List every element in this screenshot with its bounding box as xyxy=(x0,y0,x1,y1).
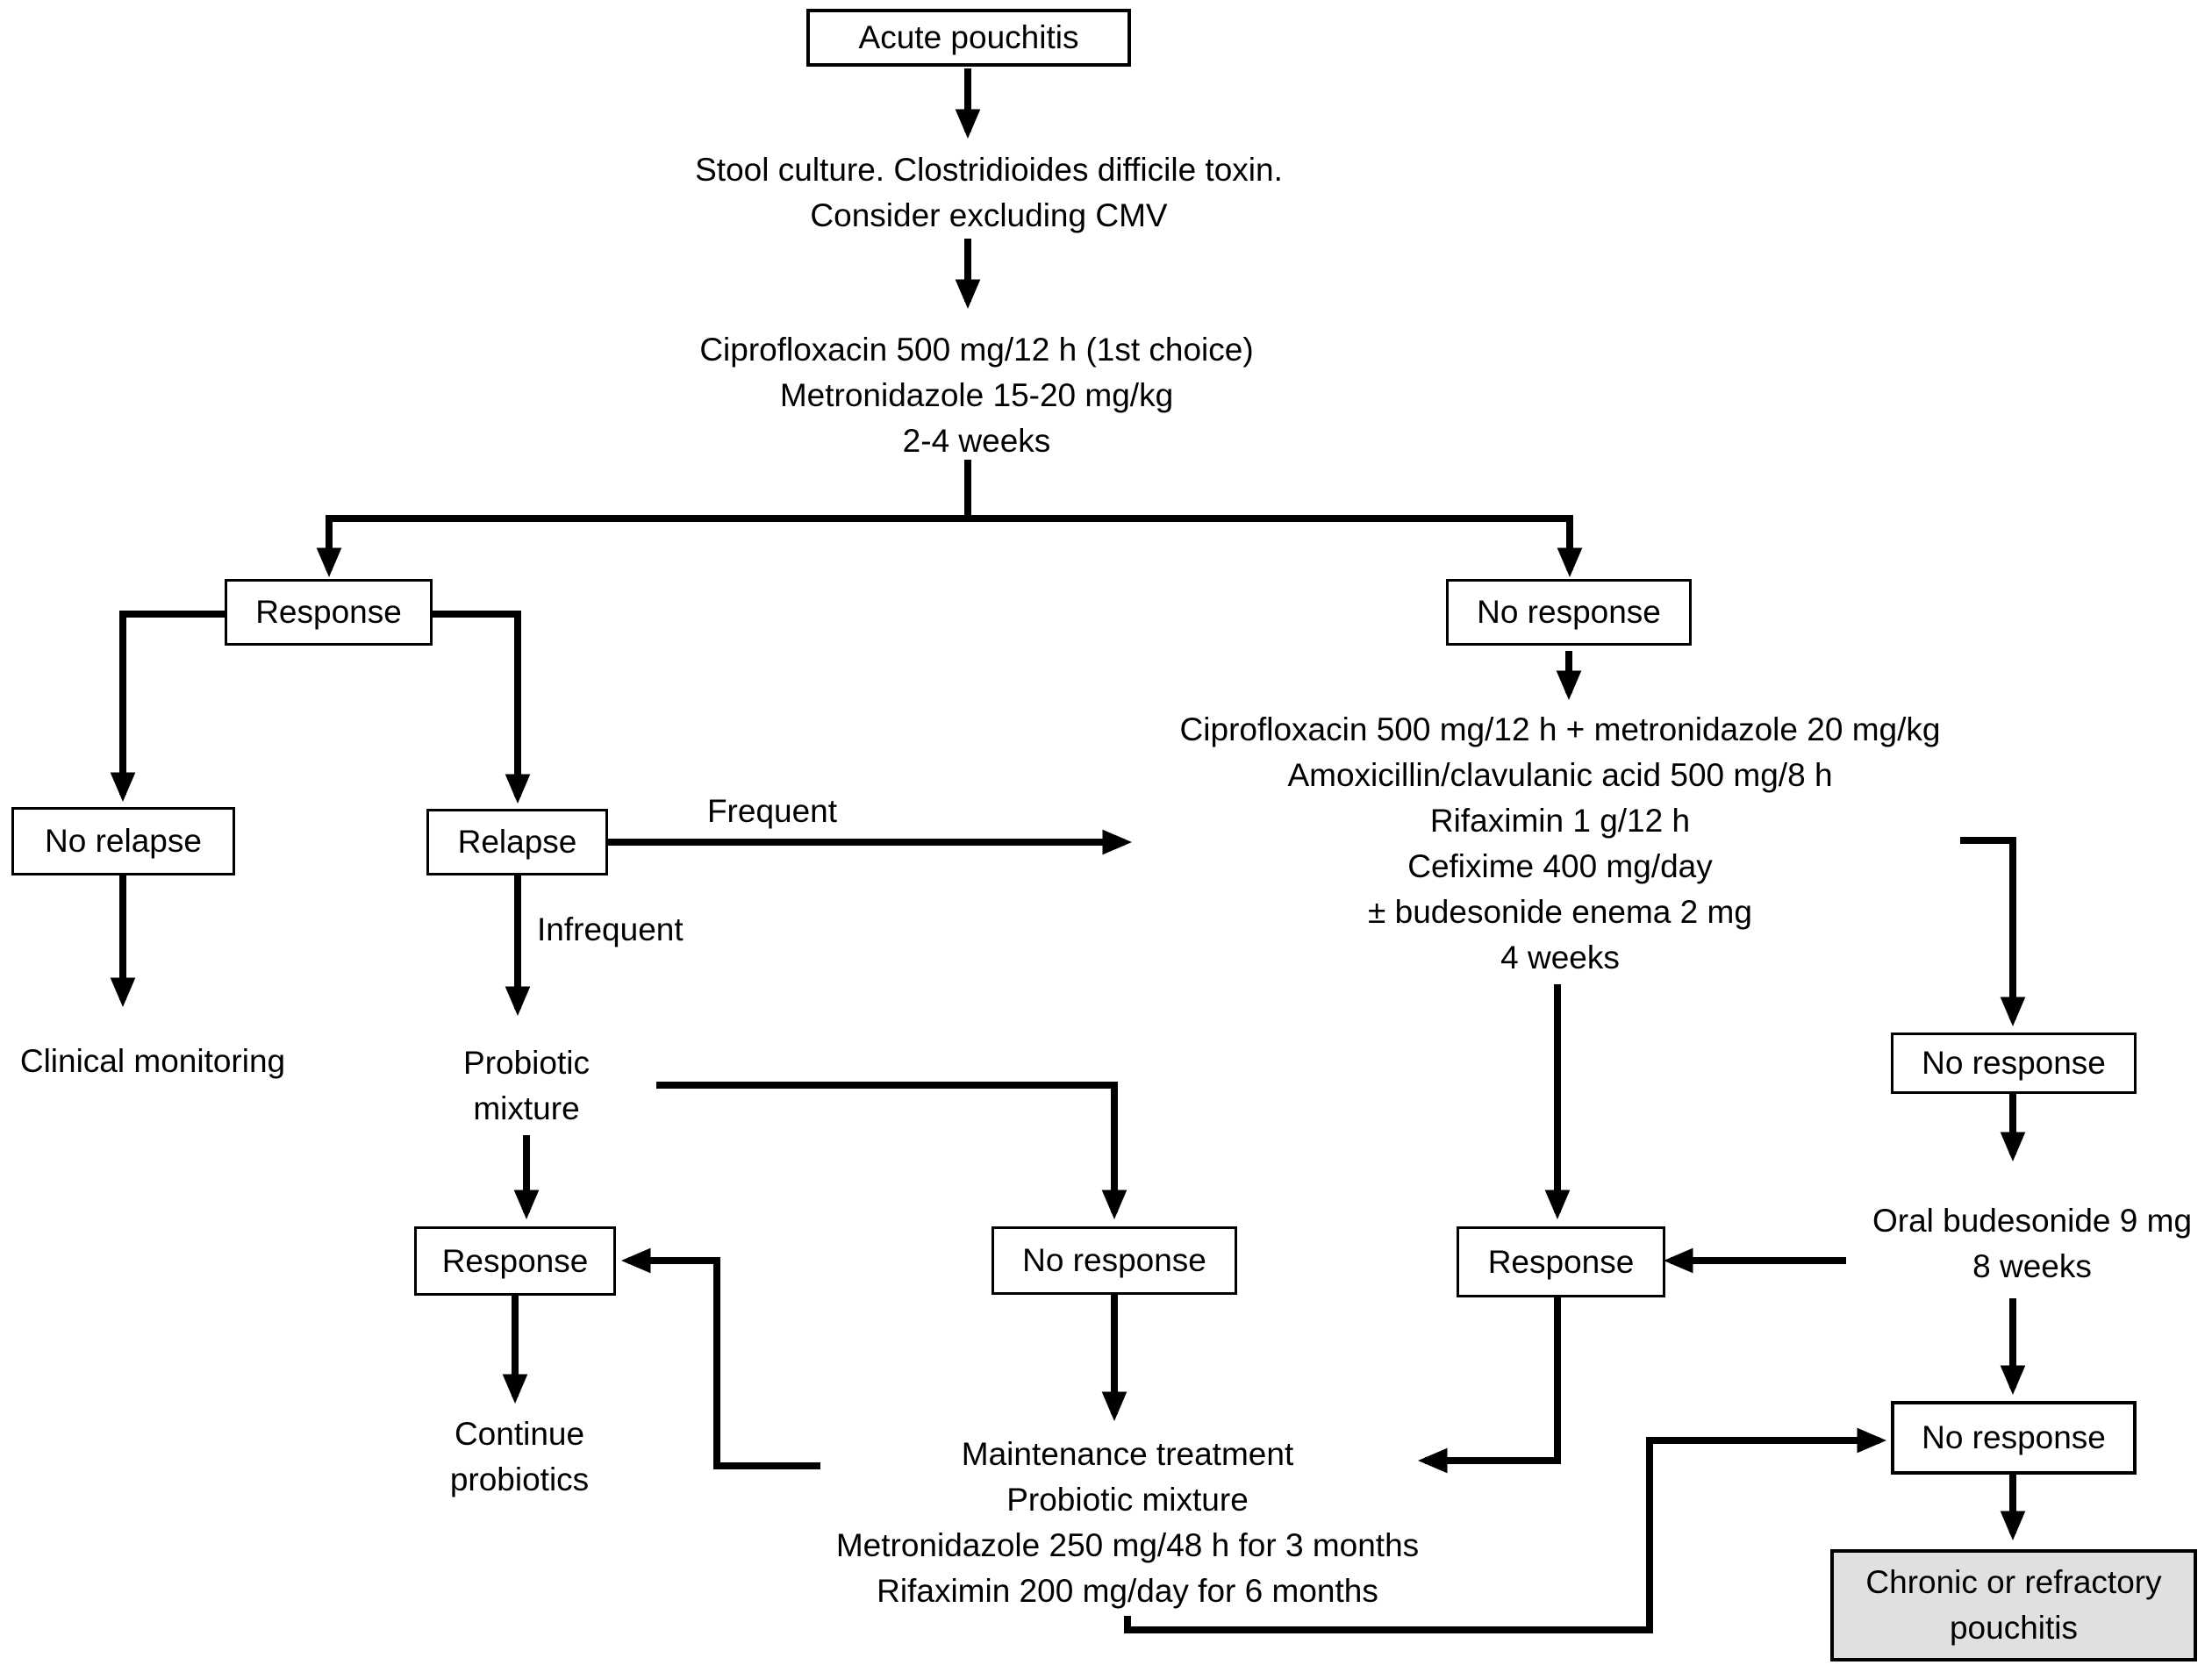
node-response-3-label: Response xyxy=(1487,1243,1635,1280)
text-maintenance-line-3: Metronidazole 250 mg/48 h for 3 months xyxy=(835,1527,1420,1563)
edge-response-to-relapse xyxy=(429,611,531,804)
text-second-line-6: 4 weeks xyxy=(1500,940,1620,975)
text-second-line-2: Amoxicillin/clavulanic acid 500 mg/8 h xyxy=(1287,757,1833,793)
edge-label-infrequent: Infrequent xyxy=(537,911,684,947)
edge-maintenance-to-response2 xyxy=(621,1247,820,1469)
node-no-relapse: No relapse xyxy=(11,807,235,875)
text-maintenance-line-4: Rifaximin 200 mg/day for 6 months xyxy=(877,1573,1378,1609)
node-chronic-line-2: pouchitis xyxy=(1949,1610,2079,1646)
text-first-line-1: Ciprofloxacin 500 mg/12 h (1st choice) xyxy=(699,332,1254,368)
node-response-1-label: Response xyxy=(255,594,402,630)
node-no-response-4-label: No response xyxy=(1922,1419,2106,1455)
text-second-line-1: Ciprofloxacin 500 mg/12 h + metronidazol… xyxy=(1179,711,1941,747)
node-no-response-3: No response xyxy=(1891,1033,2137,1094)
text-oral-budesonide-line-1: Oral budesonide 9 mg xyxy=(1872,1203,2193,1239)
edge-secondline-to-noresponse3 xyxy=(1960,837,2026,1026)
text-continue-probiotics: Continue probiotics xyxy=(388,1411,651,1503)
text-continue-line-2: probiotics xyxy=(449,1461,590,1497)
node-acute-pouchitis: Acute pouchitis xyxy=(806,9,1131,67)
node-no-relapse-label: No relapse xyxy=(45,823,202,859)
text-maintenance-line-1: Maintenance treatment xyxy=(961,1436,1294,1472)
node-acute-pouchitis-label: Acute pouchitis xyxy=(858,19,1079,55)
text-clinical-monitoring: Clinical monitoring xyxy=(0,1039,305,1084)
edge-label-frequent: Frequent xyxy=(706,793,838,829)
node-chronic-refractory-pouchitis: Chronic or refractory pouchitis xyxy=(1830,1549,2197,1661)
text-maintenance-line-2: Probiotic mixture xyxy=(1006,1482,1249,1518)
edge-response-to-norelapse xyxy=(110,611,228,802)
text-second-line-3: Rifaximin 1 g/12 h xyxy=(1429,803,1691,839)
edge-maintenance-to-noresponse4 xyxy=(1124,1427,1886,1633)
text-probiotic-line-1: Probiotic xyxy=(463,1045,590,1081)
text-second-line-5: ± budesonide enema 2 mg xyxy=(1368,894,1752,930)
node-relapse-label: Relapse xyxy=(457,824,577,860)
text-oral-budesonide-line-2: 8 weeks xyxy=(1972,1248,2092,1284)
node-no-response-1-label: No response xyxy=(1477,594,1661,630)
text-continue-line-1: Continue xyxy=(454,1416,585,1452)
node-response-2-label: Response xyxy=(441,1242,589,1279)
text-probiotic-mixture: Probiotic mixture xyxy=(395,1040,658,1132)
node-response-1: Response xyxy=(225,579,433,646)
text-oral-budesonide: Oral budesonide 9 mg 8 weeks xyxy=(1839,1198,2212,1290)
text-maintenance-treatment: Maintenance treatment Probiotic mixture … xyxy=(777,1432,1478,1614)
text-clinical-monitoring-line: Clinical monitoring xyxy=(19,1043,286,1079)
text-first-line-2: Metronidazole 15-20 mg/kg xyxy=(779,377,1174,413)
text-workup: Stool culture. Clostridioides difficile … xyxy=(568,147,1410,239)
edge-response3-to-maintenance xyxy=(1418,1297,1561,1474)
node-response-2: Response xyxy=(414,1226,616,1296)
node-response-3: Response xyxy=(1457,1226,1665,1297)
node-no-response-1: No response xyxy=(1446,579,1692,646)
text-workup-line-2: Consider excluding CMV xyxy=(810,197,1168,233)
text-second-line-treatment: Ciprofloxacin 500 mg/12 h + metronidazol… xyxy=(1086,707,2034,981)
text-first-line-treatment: Ciprofloxacin 500 mg/12 h (1st choice) M… xyxy=(626,327,1328,464)
node-no-response-4: No response xyxy=(1891,1401,2137,1475)
text-workup-line-1: Stool culture. Clostridioides difficile … xyxy=(695,152,1283,188)
text-first-line-3: 2-4 weeks xyxy=(902,423,1051,459)
node-chronic-line-1: Chronic or refractory xyxy=(1865,1564,2162,1600)
text-probiotic-line-2: mixture xyxy=(473,1090,580,1126)
node-no-response-3-label: No response xyxy=(1922,1045,2106,1081)
node-relapse: Relapse xyxy=(426,809,608,875)
node-no-response-2: No response xyxy=(991,1226,1237,1295)
node-no-response-2-label: No response xyxy=(1022,1242,1206,1278)
text-second-line-4: Cefixime 400 mg/day xyxy=(1407,848,1713,884)
edge-probiotic-to-noresponse xyxy=(656,1082,1127,1219)
